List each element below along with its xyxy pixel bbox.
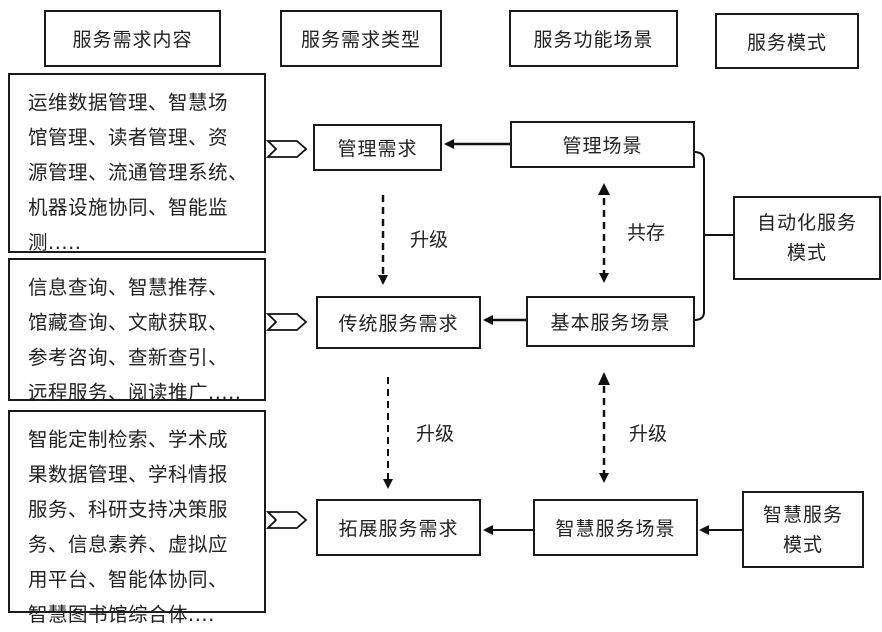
chevron-icon-extended (265, 511, 308, 529)
content-line: 运维数据管理、智慧场 (28, 91, 229, 114)
mode-label-line1: 自动化服务 (756, 212, 857, 234)
content-box-management: 运维数据管理、智慧场 馆管理、读者管理、资 源管理、流通管理系统、 机器设施协同… (8, 73, 266, 254)
label-upgrade-3: 升级 (629, 423, 668, 445)
demand-management: 管理需求 (313, 124, 442, 171)
mode-label-line1: 智慧服务 (762, 503, 843, 526)
arrowhead-up-coexist (598, 183, 610, 195)
content-line: 机器设施协同、智能监 (28, 196, 229, 219)
demand-traditional: 传统服务需求 (316, 296, 481, 349)
content-line: 远程服务、阅读推广..... (28, 381, 242, 404)
content-line: 务、信息素养、虚拟应 (28, 533, 229, 556)
content-line: 馆管理、读者管理、资 (28, 126, 229, 149)
content-line: 果数据管理、学科情报 (28, 463, 229, 486)
mode-smart: 智慧服务 模式 (742, 491, 864, 568)
scene-label: 基本服务场景 (550, 312, 671, 334)
header-service-demand-content: 服务需求内容 (44, 10, 221, 67)
content-line: 智能定制检索、学术成 (28, 428, 229, 451)
label-upgrade-2: 升级 (416, 423, 455, 445)
mode-automated: 自动化服务 模式 (733, 196, 881, 280)
content-line: 服务、科研支持决策服 (28, 498, 229, 521)
header-service-mode: 服务模式 (715, 13, 859, 69)
content-line: 测..... (28, 231, 82, 254)
label-coexist: 共存 (627, 222, 666, 244)
demand-extended: 拓展服务需求 (316, 499, 481, 556)
header-label: 服务需求内容 (72, 29, 193, 51)
bracket-to-automated-mode (693, 151, 705, 321)
header-service-demand-type: 服务需求类型 (280, 10, 442, 67)
arrowhead-up-upgrade (598, 372, 610, 385)
header-label: 服务需求类型 (300, 29, 421, 51)
label-upgrade-1: 升级 (410, 229, 449, 251)
header-label: 服务功能场景 (533, 29, 654, 51)
content-line: 参考咨询、查新查引、 (28, 346, 229, 369)
demand-label: 传统服务需求 (338, 313, 459, 335)
mode-label-line2: 模式 (782, 533, 823, 556)
header-label: 服务模式 (746, 31, 827, 54)
chevron-icon-management (265, 140, 308, 158)
demand-label: 拓展服务需求 (338, 518, 459, 540)
content-line: 馆藏查询、文献获取、 (28, 311, 229, 334)
content-line: 源管理、流通管理系统、 (28, 161, 249, 184)
chevron-icon-traditional (265, 313, 308, 331)
mode-label-line2: 模式 (786, 242, 827, 264)
scene-smart: 智慧服务场景 (533, 499, 698, 556)
content-box-traditional: 信息查询、智慧推荐、 馆藏查询、文献获取、 参考咨询、查新查引、 远程服务、阅读… (8, 258, 266, 404)
content-line: 信息查询、智慧推荐、 (28, 276, 229, 299)
content-line: 用平台、智能体协同、 (28, 568, 229, 591)
scene-basic: 基本服务场景 (526, 296, 695, 347)
connector-layer (265, 139, 742, 535)
scene-label: 管理场景 (562, 135, 643, 157)
scene-label: 智慧服务场景 (555, 518, 676, 540)
content-box-extended: 智能定制检索、学术成 果数据管理、学科情报 服务、科研支持决策服 务、信息素养、… (8, 410, 266, 626)
demand-label: 管理需求 (337, 138, 418, 160)
scene-management: 管理场景 (510, 121, 695, 168)
header-service-function-scene: 服务功能场景 (509, 10, 678, 67)
